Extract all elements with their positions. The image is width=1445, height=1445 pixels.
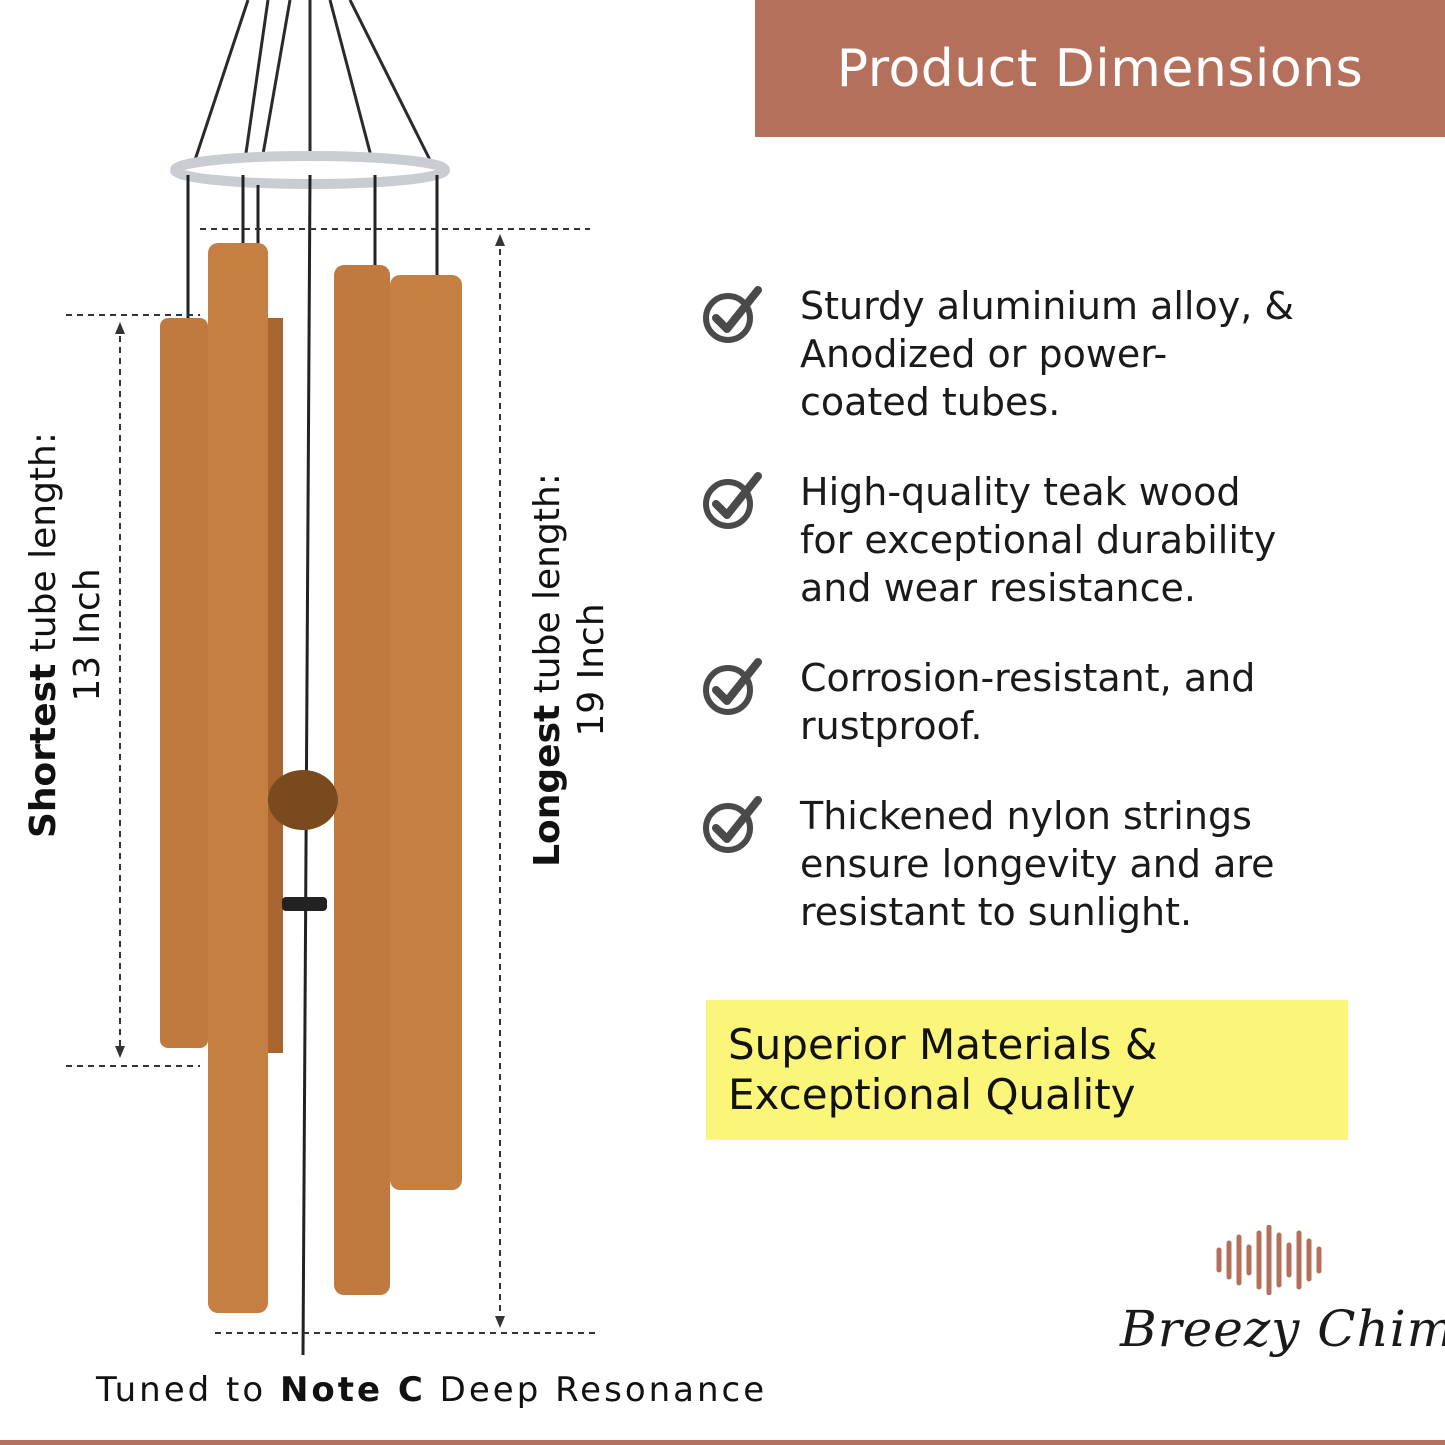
shortest-tube-label: Shortest tube length: 13 Inch	[22, 425, 110, 845]
hanging-strings	[193, 0, 432, 161]
check-circle-icon	[703, 796, 762, 853]
shortest-tube-value: 13 Inch	[67, 568, 108, 702]
tube	[334, 265, 390, 1295]
check-circle-icon	[703, 286, 762, 343]
tuning-note: Note C	[279, 1370, 426, 1410]
feature-text: Corrosion-resistant, and rustproof.	[800, 656, 1256, 748]
feature-item: Corrosion-resistant, and rustproof.	[700, 654, 1255, 750]
brand-name: Breezy Chimes	[1120, 1300, 1445, 1358]
feature-text: Sturdy aluminium alloy, & Anodized or po…	[800, 284, 1294, 424]
longest-label-bold: Longest	[527, 704, 568, 867]
feature-item: High-quality teak wood for exceptional d…	[700, 468, 1276, 612]
quality-banner: Superior Materials & Exceptional Quality	[706, 1000, 1348, 1140]
tube	[265, 318, 283, 1053]
longest-tube-value: 19 Inch	[571, 603, 612, 737]
wood-striker	[268, 770, 338, 830]
header-banner: Product Dimensions	[755, 0, 1445, 137]
tuning-suffix: Deep Resonance	[425, 1370, 768, 1410]
bottom-accent-bar	[0, 1440, 1445, 1445]
tube	[208, 243, 268, 1313]
page-title: Product Dimensions	[836, 38, 1364, 99]
longest-tube-label: Longest tube length: 19 Inch	[526, 460, 614, 880]
tubes	[160, 243, 462, 1313]
longest-label-rest: tube length:	[527, 473, 568, 705]
feature-text: High-quality teak wood for exceptional d…	[800, 470, 1277, 610]
shortest-label-rest: tube length:	[23, 432, 64, 664]
feature-item: Thickened nylon strings ensure longevity…	[700, 792, 1275, 936]
shortest-label-bold: Shortest	[23, 663, 64, 839]
check-circle-icon	[703, 658, 762, 715]
tuning-prefix: Tuned to	[96, 1370, 280, 1410]
sound-wave-icon	[1216, 1225, 1322, 1295]
tuning-caption: Tuned to Note C Deep Resonance	[96, 1370, 767, 1410]
clapper	[282, 897, 327, 911]
check-circle-icon	[703, 472, 762, 529]
feature-item: Sturdy aluminium alloy, & Anodized or po…	[700, 282, 1294, 426]
wind-chime-illustration	[66, 0, 600, 1356]
dimension-lines	[66, 228, 600, 1334]
tube	[390, 275, 462, 1190]
feature-text: Thickened nylon strings ensure longevity…	[800, 794, 1275, 934]
dimension-arrows	[115, 234, 505, 1328]
tube	[160, 318, 208, 1048]
